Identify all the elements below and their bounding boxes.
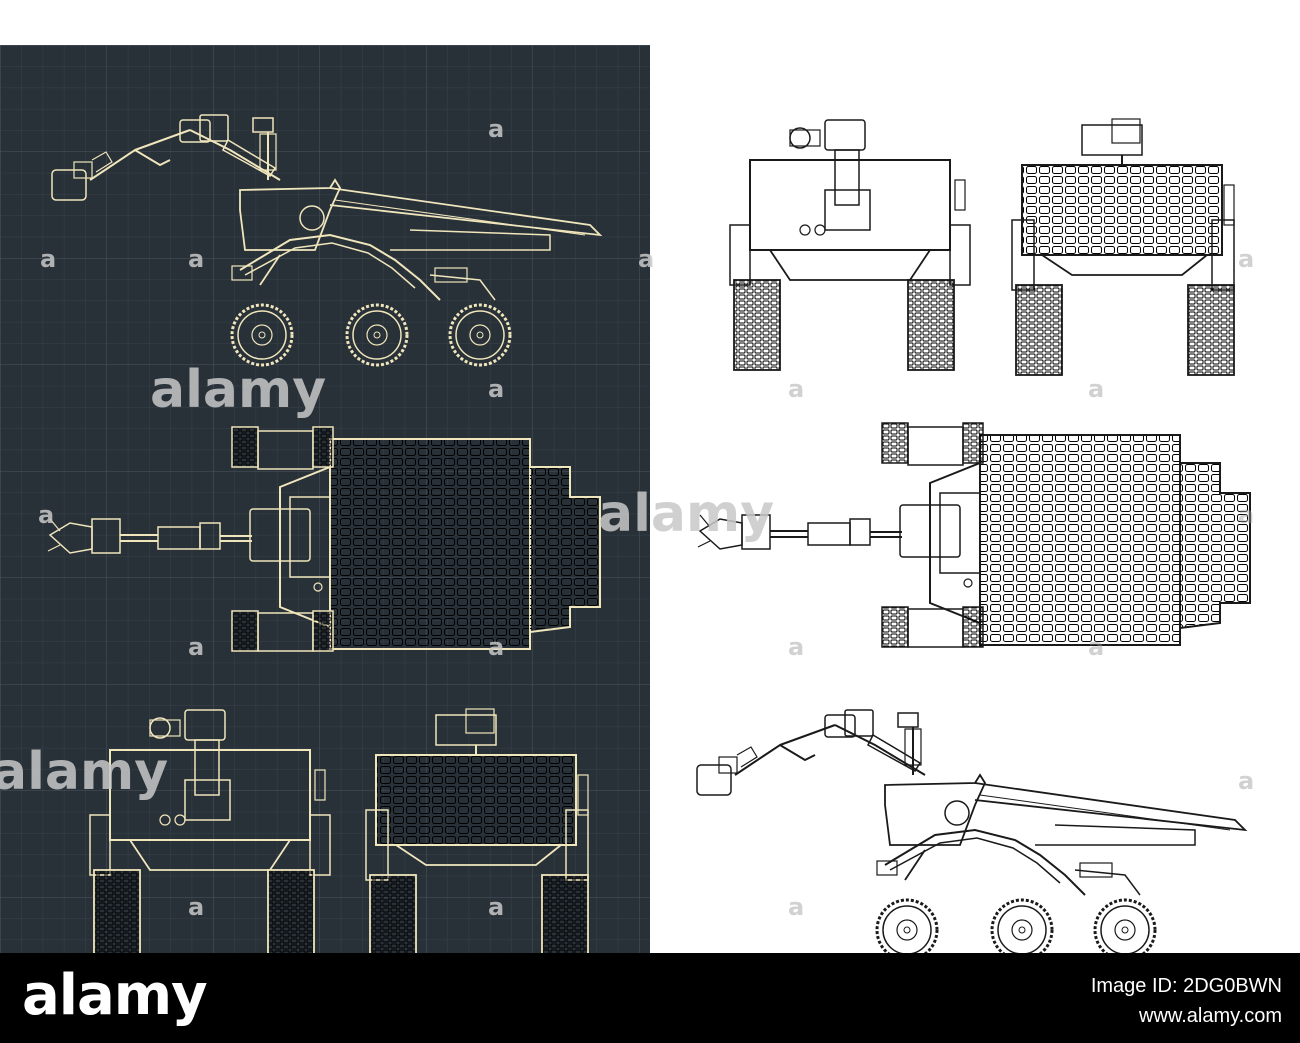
alamy-watermark-icon: a — [188, 893, 204, 921]
alamy-footer-bar: alamy Image ID: 2DG0BWN www.alamy.com — [0, 953, 1300, 1043]
alamy-watermark-icon: a — [1088, 633, 1104, 661]
alamy-watermark-icon: a — [788, 375, 804, 403]
alamy-watermark-icon: a — [488, 893, 504, 921]
site-url-label: www.alamy.com — [1139, 1005, 1282, 1027]
alamy-watermark-icon: a — [1238, 245, 1254, 273]
alamy-watermark-icon: a — [38, 501, 54, 529]
alamy-logo: alamy — [22, 963, 208, 1028]
alamy-watermark-icon: a — [488, 115, 504, 143]
alamy-watermark-icon: a — [1238, 501, 1254, 529]
alamy-watermark-icon: a — [1088, 375, 1104, 403]
alamy-watermark-icon: alamy — [150, 360, 326, 420]
alamy-watermark-icon: a — [1238, 767, 1254, 795]
alamy-watermark-icon: alamy — [598, 484, 774, 544]
alamy-watermark-icon: a — [488, 633, 504, 661]
alamy-watermark-icon: a — [188, 245, 204, 273]
alamy-watermark-icon: a — [638, 245, 654, 273]
alamy-watermark-icon: a — [188, 633, 204, 661]
alamy-watermark-icon: alamy — [0, 742, 168, 802]
alamy-watermark-icon: a — [40, 245, 56, 273]
image-id-label: Image ID: 2DG0BWN — [1090, 975, 1282, 997]
alamy-watermark-icon: a — [488, 375, 504, 403]
alamy-watermark-icon: a — [788, 633, 804, 661]
alamy-watermark-icon: a — [788, 893, 804, 921]
